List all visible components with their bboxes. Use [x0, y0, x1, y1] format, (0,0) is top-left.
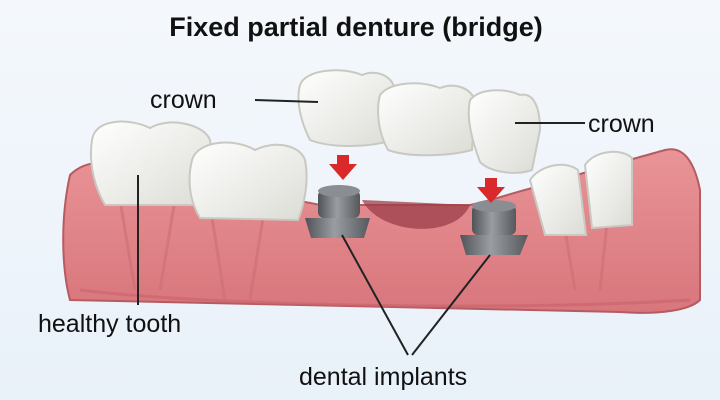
diagram-title: Fixed partial denture (bridge)	[169, 12, 543, 42]
arrow-down-left-icon	[329, 155, 357, 180]
label-crown-left: crown	[150, 86, 217, 114]
bridge-crown-right	[469, 90, 540, 173]
front-tooth-2	[585, 152, 632, 228]
healthy-molar-2	[190, 143, 307, 220]
label-crown-right: crown	[588, 110, 655, 138]
bridge-pontic	[378, 83, 475, 155]
label-dental-implants: dental implants	[299, 363, 467, 391]
label-healthy-tooth: healthy tooth	[38, 310, 181, 338]
